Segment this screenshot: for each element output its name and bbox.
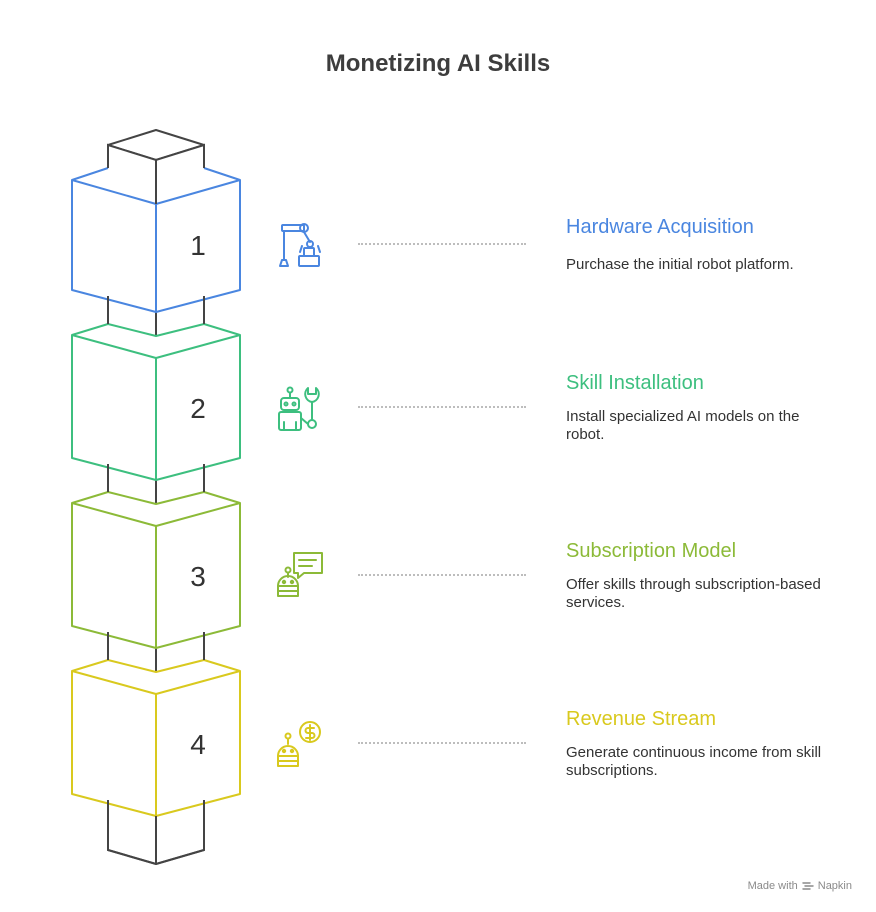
block-2	[71, 323, 241, 481]
block-4-number: 4	[190, 729, 206, 760]
step-2-description: Install specialized AI models on the rob…	[566, 408, 800, 443]
block-1-number: 1	[190, 230, 206, 261]
robot-chat-icon	[277, 552, 323, 597]
block-4	[71, 659, 241, 817]
step-3-description: Offer skills through subscription-based …	[566, 576, 821, 611]
step-3-title: Subscription Model	[566, 540, 737, 562]
leader-line-2	[358, 406, 526, 408]
block-2-number: 2	[190, 393, 206, 424]
page-title: Monetizing AI Skills	[325, 50, 551, 77]
step-4-description: Generate continuous income from skill su…	[566, 744, 822, 779]
block-3	[71, 491, 241, 649]
block-3-number: 3	[190, 561, 206, 592]
step-1-title: Hardware Acquisition	[566, 216, 754, 238]
robot-wrench-icon	[278, 386, 320, 431]
step-1-description: Purchase the initial robot platform.	[566, 256, 794, 273]
block-tower: 1 2 3 4	[71, 129, 241, 866]
napkin-logo-icon	[802, 882, 814, 890]
napkin-credit: Made with Napkin	[748, 880, 852, 892]
step-2-title: Skill Installation	[566, 372, 704, 394]
robot-arm-icon	[279, 223, 321, 267]
leader-line-4	[358, 742, 526, 744]
block-1	[71, 145, 241, 313]
leader-line-3	[358, 574, 526, 576]
napkin-brand: Napkin	[817, 880, 852, 892]
step-4-title: Revenue Stream	[566, 708, 717, 730]
robot-dollar-icon	[277, 721, 321, 767]
made-with-label: Made with	[747, 880, 798, 892]
leader-line-1	[358, 243, 526, 245]
